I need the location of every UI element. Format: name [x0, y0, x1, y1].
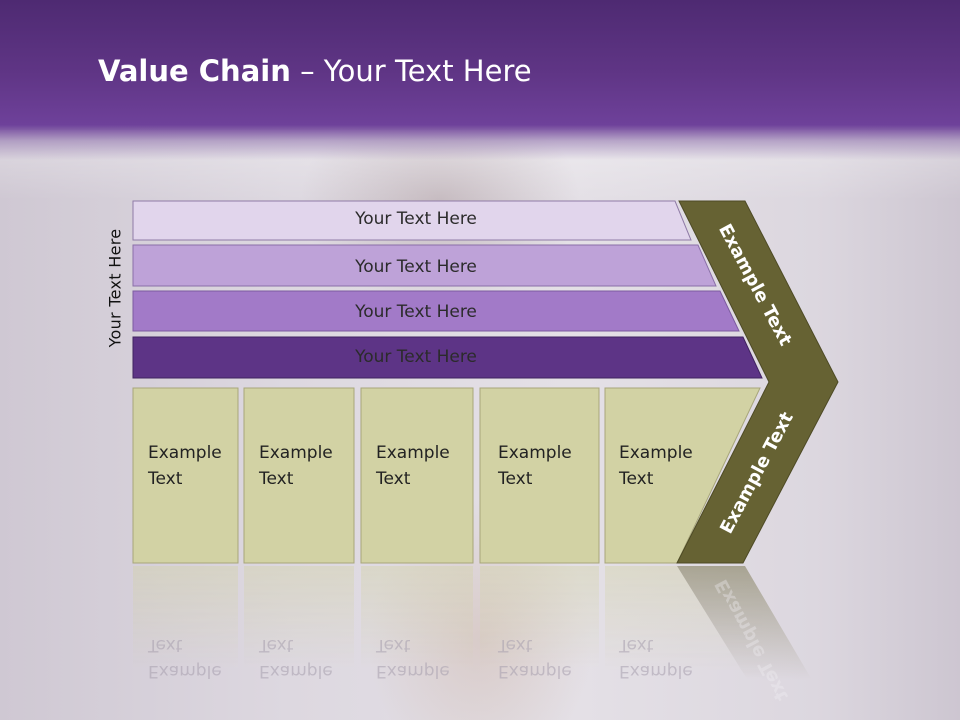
activity-box-2: [243, 387, 355, 564]
box-reflection-4: [480, 566, 599, 696]
box-text-4-line2: Text: [498, 469, 533, 489]
box-text-4-line1: Example: [498, 443, 572, 463]
box-text-3-line2: Text: [376, 469, 411, 489]
box-reflection-1-line1: Example: [148, 661, 222, 681]
activity-box-3: [360, 387, 474, 564]
box-text-reflection-5: Example Text: [619, 632, 715, 684]
row-label-1: Your Text Here: [355, 209, 477, 229]
box-reflection-3-line2: Text: [376, 635, 411, 655]
box-reflection-2: [244, 566, 354, 696]
box-text-5-line1: Example: [619, 443, 693, 463]
box-reflection-5-line1: Example: [619, 661, 693, 681]
box-reflection-4-line1: Example: [498, 661, 572, 681]
row-label-3: Your Text Here: [355, 302, 477, 322]
box-text-5-line2: Text: [619, 469, 654, 489]
row-bar-2: [132, 244, 717, 287]
box-reflection-3: [361, 566, 473, 696]
title-bold: Value Chain: [98, 54, 291, 88]
box-text-2-line2: Text: [259, 469, 294, 489]
slide-title: Value Chain – Your Text Here: [98, 54, 532, 88]
box-text-2-line1: Example: [259, 443, 333, 463]
box-reflection-5-line2: Text: [619, 635, 654, 655]
box-text-reflection-4: Example Text: [498, 632, 594, 684]
activity-box-1: [132, 387, 239, 564]
activity-box-4: [479, 387, 600, 564]
row-bar-1: [132, 200, 692, 241]
chevron-arrow: [676, 200, 839, 564]
box-reflection-1: [133, 566, 238, 696]
box-text-3-line1: Example: [376, 443, 450, 463]
box-reflection-4-line2: Text: [498, 635, 533, 655]
box-reflection-2-line2: Text: [259, 635, 294, 655]
header-bar: [0, 0, 960, 160]
row-label-2: Your Text Here: [355, 257, 477, 277]
box-reflection-5: [605, 566, 760, 700]
row-bar-3: [132, 290, 740, 332]
row-bar-4: [132, 336, 763, 379]
box-text-1-line2: Text: [148, 469, 183, 489]
box-text-reflection-1: Example Text: [148, 632, 244, 684]
reflection-group: [133, 566, 812, 700]
row-label-4: Your Text Here: [355, 347, 477, 367]
box-text-1-line1: Example: [148, 443, 222, 463]
box-reflection-1-line2: Text: [148, 635, 183, 655]
box-reflection-2-line1: Example: [259, 661, 333, 681]
title-rest: – Your Text Here: [290, 54, 532, 88]
box-reflection-3-line1: Example: [376, 661, 450, 681]
box-text-reflection-3: Example Text: [376, 632, 472, 684]
box-text-reflection-2: Example Text: [259, 632, 355, 684]
arrow-reflection: [677, 566, 812, 700]
